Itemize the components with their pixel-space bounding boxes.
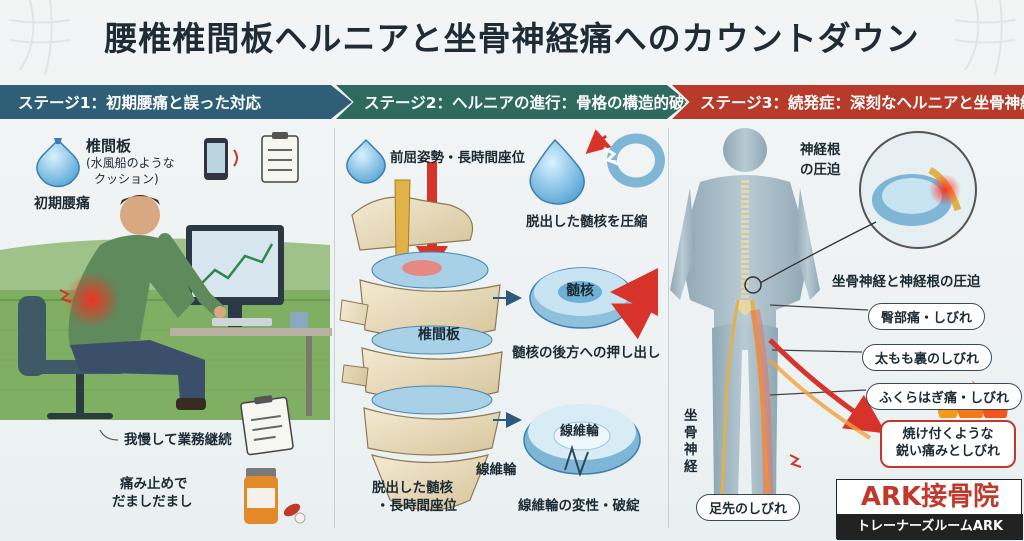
smartphone-icon — [204, 138, 238, 180]
crack-mark — [564, 444, 589, 478]
stage2-banner: ステージ2：ヘルニアの進行：骨格の構造的破綻 — [336, 85, 688, 119]
section-divider-2 — [668, 128, 669, 528]
hip-pain-label: 臀部痛・しびれ — [868, 303, 986, 330]
nerve-root-label-1: 神経根 — [800, 142, 841, 158]
stage3-banner: ステージ3：続発症：深刻なヘルニアと坐骨神経痛 — [672, 85, 1024, 119]
section-divider-1 — [334, 128, 335, 528]
herniated-nucleus-label: 脱出した髄核 — [372, 480, 453, 496]
sciatic-nerve-left — [720, 299, 740, 501]
disc-label-spine: 椎間板 — [418, 327, 460, 343]
foot-pain-spark-icon — [789, 454, 802, 468]
burning-pain-line-2: 鋭い痛みとしびれ — [895, 443, 1000, 459]
office-chair — [18, 296, 126, 419]
office-desk — [170, 225, 332, 416]
nerve-root — [394, 179, 411, 261]
logo-main-text: ARK接骨院 — [860, 482, 1000, 512]
disc-label: 椎間板 — [86, 137, 132, 155]
push-arrow-2 — [611, 303, 656, 340]
skeleton-watermark-left — [9, 0, 71, 76]
painkiller-bottle-icon — [244, 468, 306, 524]
disc-description-1: (水風船のような — [86, 156, 175, 170]
lumbar-spine — [339, 179, 503, 511]
nerve-compression-zoom — [759, 131, 977, 284]
work-document-icon — [240, 395, 294, 456]
callout-line-endure — [99, 429, 119, 441]
sciatic-compression-label: 坐骨神経と神経根の圧迫 — [832, 274, 981, 290]
posture-label: 前屈姿勢・長時間座位 — [390, 150, 525, 166]
ark-clinic-logo: ARK接骨院 トレーナーズルームARK — [836, 479, 1023, 540]
back-pain-glow — [64, 272, 120, 328]
burning-pain-line-1: 焼け付くような — [902, 427, 994, 442]
thigh-numbness-label: 太もも裏のしびれ — [862, 344, 993, 371]
nucleus-disc — [529, 267, 658, 340]
nucleus-label: 髄核 — [566, 283, 594, 299]
callout-lines-stage3 — [769, 304, 869, 396]
push-backward-label: 髄核の後方への押し出し — [512, 345, 661, 361]
chart-on-screen-icon — [199, 243, 274, 286]
burning-pain-arrow — [768, 338, 887, 434]
compress-label: 脱出した髄核を圧縮 — [526, 214, 648, 230]
calf-pain-label: ふくらはぎ痛・しびれ — [866, 383, 1023, 410]
checklist-icon — [261, 132, 299, 183]
fiber-ring-disc — [523, 404, 641, 478]
fiber-ring-label-2: 線維輪 — [476, 462, 517, 478]
skeleton-watermark-right — [954, 0, 1016, 76]
painkiller-label-2: だましだまし — [112, 494, 193, 510]
pain-spark-icon — [59, 289, 72, 303]
sciatic-nerve-right — [750, 299, 770, 501]
human-body-back-view — [670, 128, 820, 501]
burning-pain-box: 焼け付くような 鋭い痛みとしびれ — [880, 420, 1016, 468]
sciatic-nerve-vertical-label: 坐骨神経 — [684, 408, 698, 475]
disc-description-2: クッション) — [94, 172, 159, 186]
early-back-pain-label: 初期腰痛 — [34, 196, 90, 212]
toe-numbness-label: 足先のしびれ — [696, 494, 801, 521]
fiber-ring-degeneration-label: 線維輪の変性・破綻 — [518, 498, 640, 514]
fiber-ring-label: 線維輪 — [560, 424, 600, 439]
nerve-root-label-2: の圧迫 — [800, 162, 841, 178]
long-sitting-label: ・長時間座位 — [376, 498, 457, 514]
painkiller-label-1: 痛み止めで — [120, 476, 188, 492]
water-balloon-disc-icon — [36, 138, 80, 188]
compressed-balloon-icon — [529, 129, 665, 205]
logo-sub-text: トレーナーズルームARK — [837, 514, 1023, 540]
endure-work-label: 我慢して業務継続 — [124, 432, 232, 448]
man-with-back-pain — [59, 195, 226, 410]
page-title: 腰椎椎間板ヘルニアと坐骨神経痛へのカウントダウン — [104, 19, 920, 58]
water-balloon-disc-icon-2 — [346, 138, 386, 184]
stage1-banner: ステージ1：初期腰痛と誤った対応 — [0, 85, 352, 119]
